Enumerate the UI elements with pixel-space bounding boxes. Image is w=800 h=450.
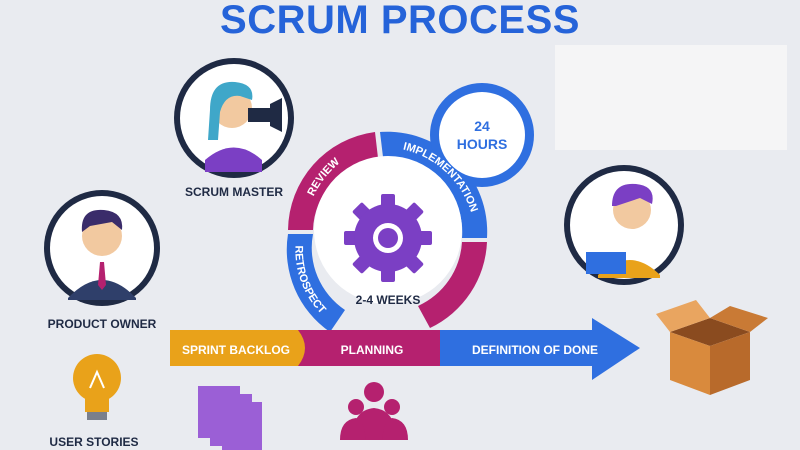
daily-label-line1: 24: [474, 118, 490, 134]
definition-of-done-label: DEFINITION OF DONE: [472, 343, 598, 357]
user-stories-label: USER STORIES: [49, 435, 138, 449]
sprint-length-label: 2-4 WEEKS: [356, 293, 421, 307]
scrum-master-label: SCRUM MASTER: [185, 185, 283, 199]
product-owner-label: PRODUCT OWNER: [48, 317, 157, 331]
process-band: [170, 318, 640, 380]
planning-label: PLANNING: [341, 343, 404, 357]
daily-label-line2: HOURS: [457, 136, 508, 152]
product-owner-avatar: [44, 190, 160, 306]
box-icon: [656, 300, 768, 395]
gear-icon: [344, 194, 432, 282]
documents-icon: [198, 386, 262, 450]
blank-panel: [555, 45, 787, 150]
scrum-master-avatar: [174, 58, 294, 178]
sprint-backlog-label: SPRINT BACKLOG: [182, 343, 290, 357]
developer-avatar: [564, 165, 684, 285]
team-icon: [340, 382, 408, 440]
lightbulb-icon: [73, 354, 121, 420]
page-title: SCRUM PROCESS: [220, 0, 580, 42]
